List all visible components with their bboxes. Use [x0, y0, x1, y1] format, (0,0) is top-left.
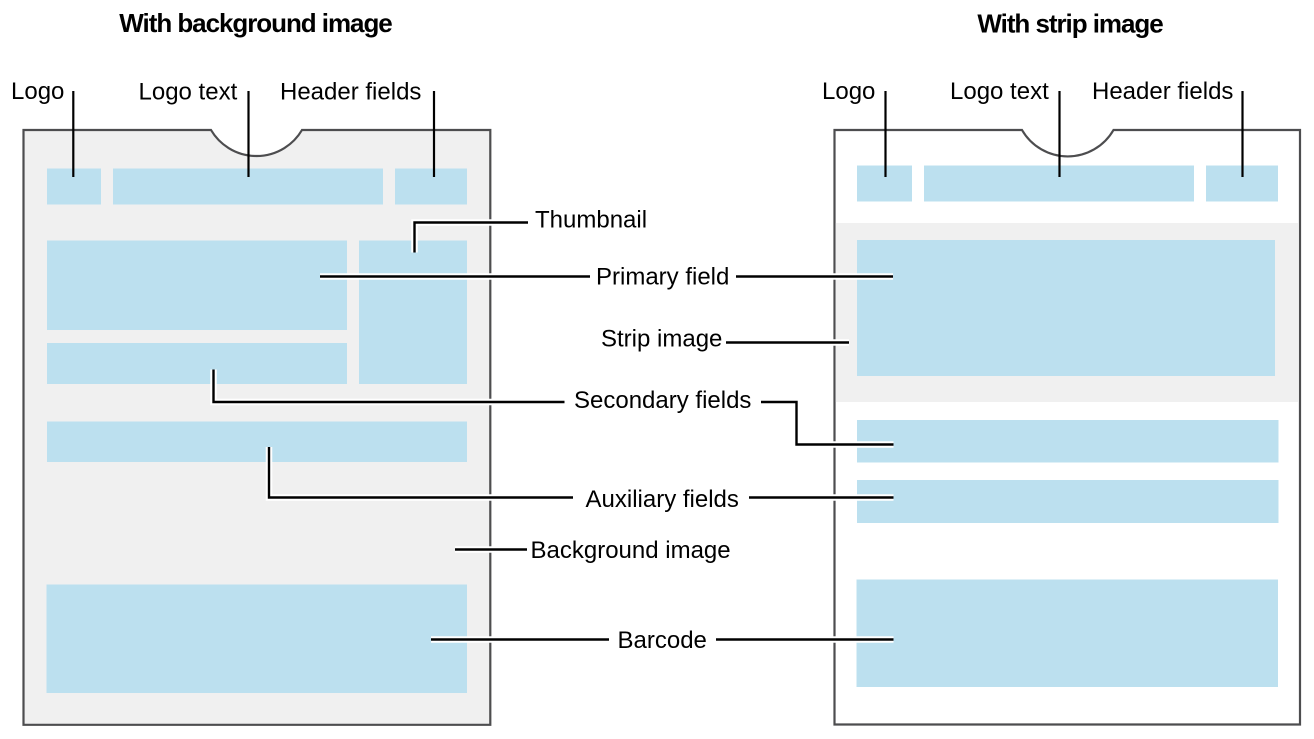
svg-text:Thumbnail: Thumbnail [535, 207, 647, 234]
svg-text:Logo: Logo [822, 78, 875, 105]
svg-text:Barcode: Barcode [618, 627, 707, 654]
svg-text:Auxiliary fields: Auxiliary fields [586, 486, 739, 513]
svg-text:Secondary fields: Secondary fields [574, 387, 751, 414]
svg-text:Logo text: Logo text [950, 78, 1049, 105]
svg-text:With background image: With background image [119, 8, 392, 38]
svg-text:Logo text: Logo text [139, 78, 238, 105]
svg-text:Primary field: Primary field [596, 264, 729, 291]
svg-text:Header fields: Header fields [280, 78, 421, 105]
svg-text:Background image: Background image [531, 537, 731, 564]
svg-text:Strip image: Strip image [601, 326, 722, 353]
svg-text:With strip image: With strip image [977, 9, 1163, 39]
svg-text:Header fields: Header fields [1092, 78, 1233, 105]
svg-text:Logo: Logo [11, 78, 64, 105]
